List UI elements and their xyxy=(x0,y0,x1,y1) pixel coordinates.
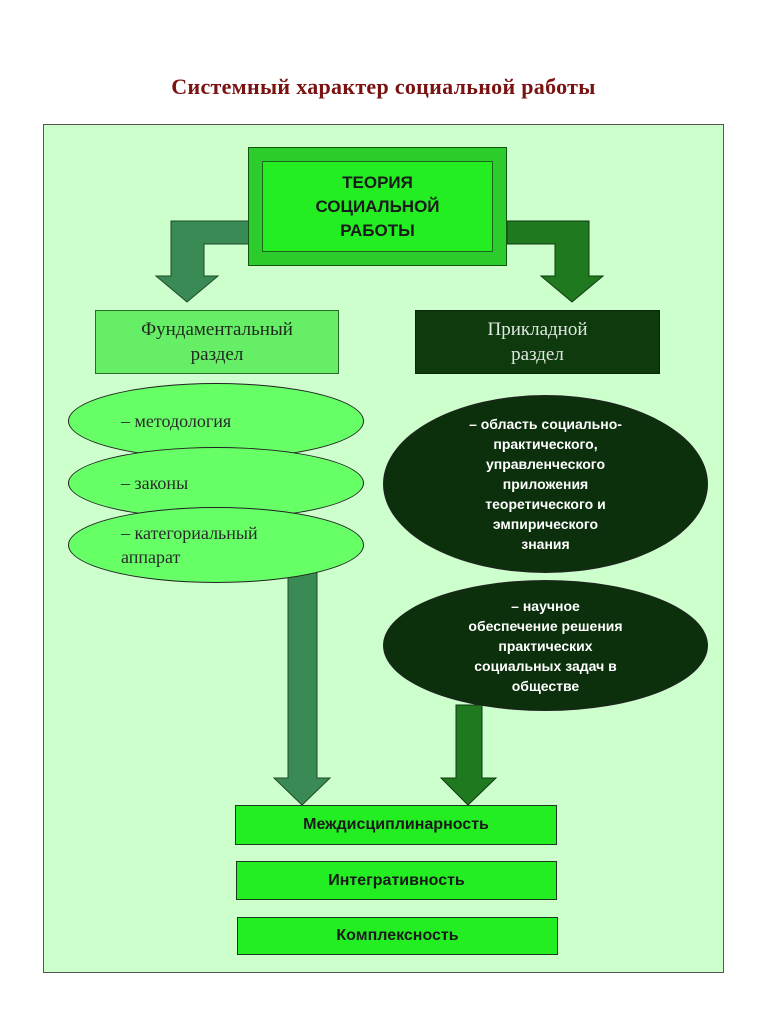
fundamental-item-categorical-apparatus: – категориальный аппарат xyxy=(68,507,364,583)
arrow-theory-to-fundamental xyxy=(154,220,250,303)
applied-section-box: Прикладной раздел xyxy=(415,310,660,374)
arrow-theory-to-applied xyxy=(506,220,605,303)
diagram-title: Системный характер социальной работы xyxy=(171,74,596,99)
fundamental-section-box: Фундаментальный раздел xyxy=(95,310,339,374)
result-integrativity: Интегративность xyxy=(236,861,557,900)
arrow-applied-to-results xyxy=(439,704,498,806)
arrow-fundamental-to-results xyxy=(272,571,332,806)
applied-item-practical-application: – область социально- практического, упра… xyxy=(383,395,708,573)
result-complexity: Комплексность xyxy=(237,917,558,955)
applied-item-scientific-support: – научное обеспечение решения практическ… xyxy=(383,580,708,711)
theory-box: ТЕОРИЯ СОЦИАЛЬНОЙ РАБОТЫ xyxy=(262,161,493,252)
result-interdisciplinarity: Междисциплинарность xyxy=(235,805,557,845)
